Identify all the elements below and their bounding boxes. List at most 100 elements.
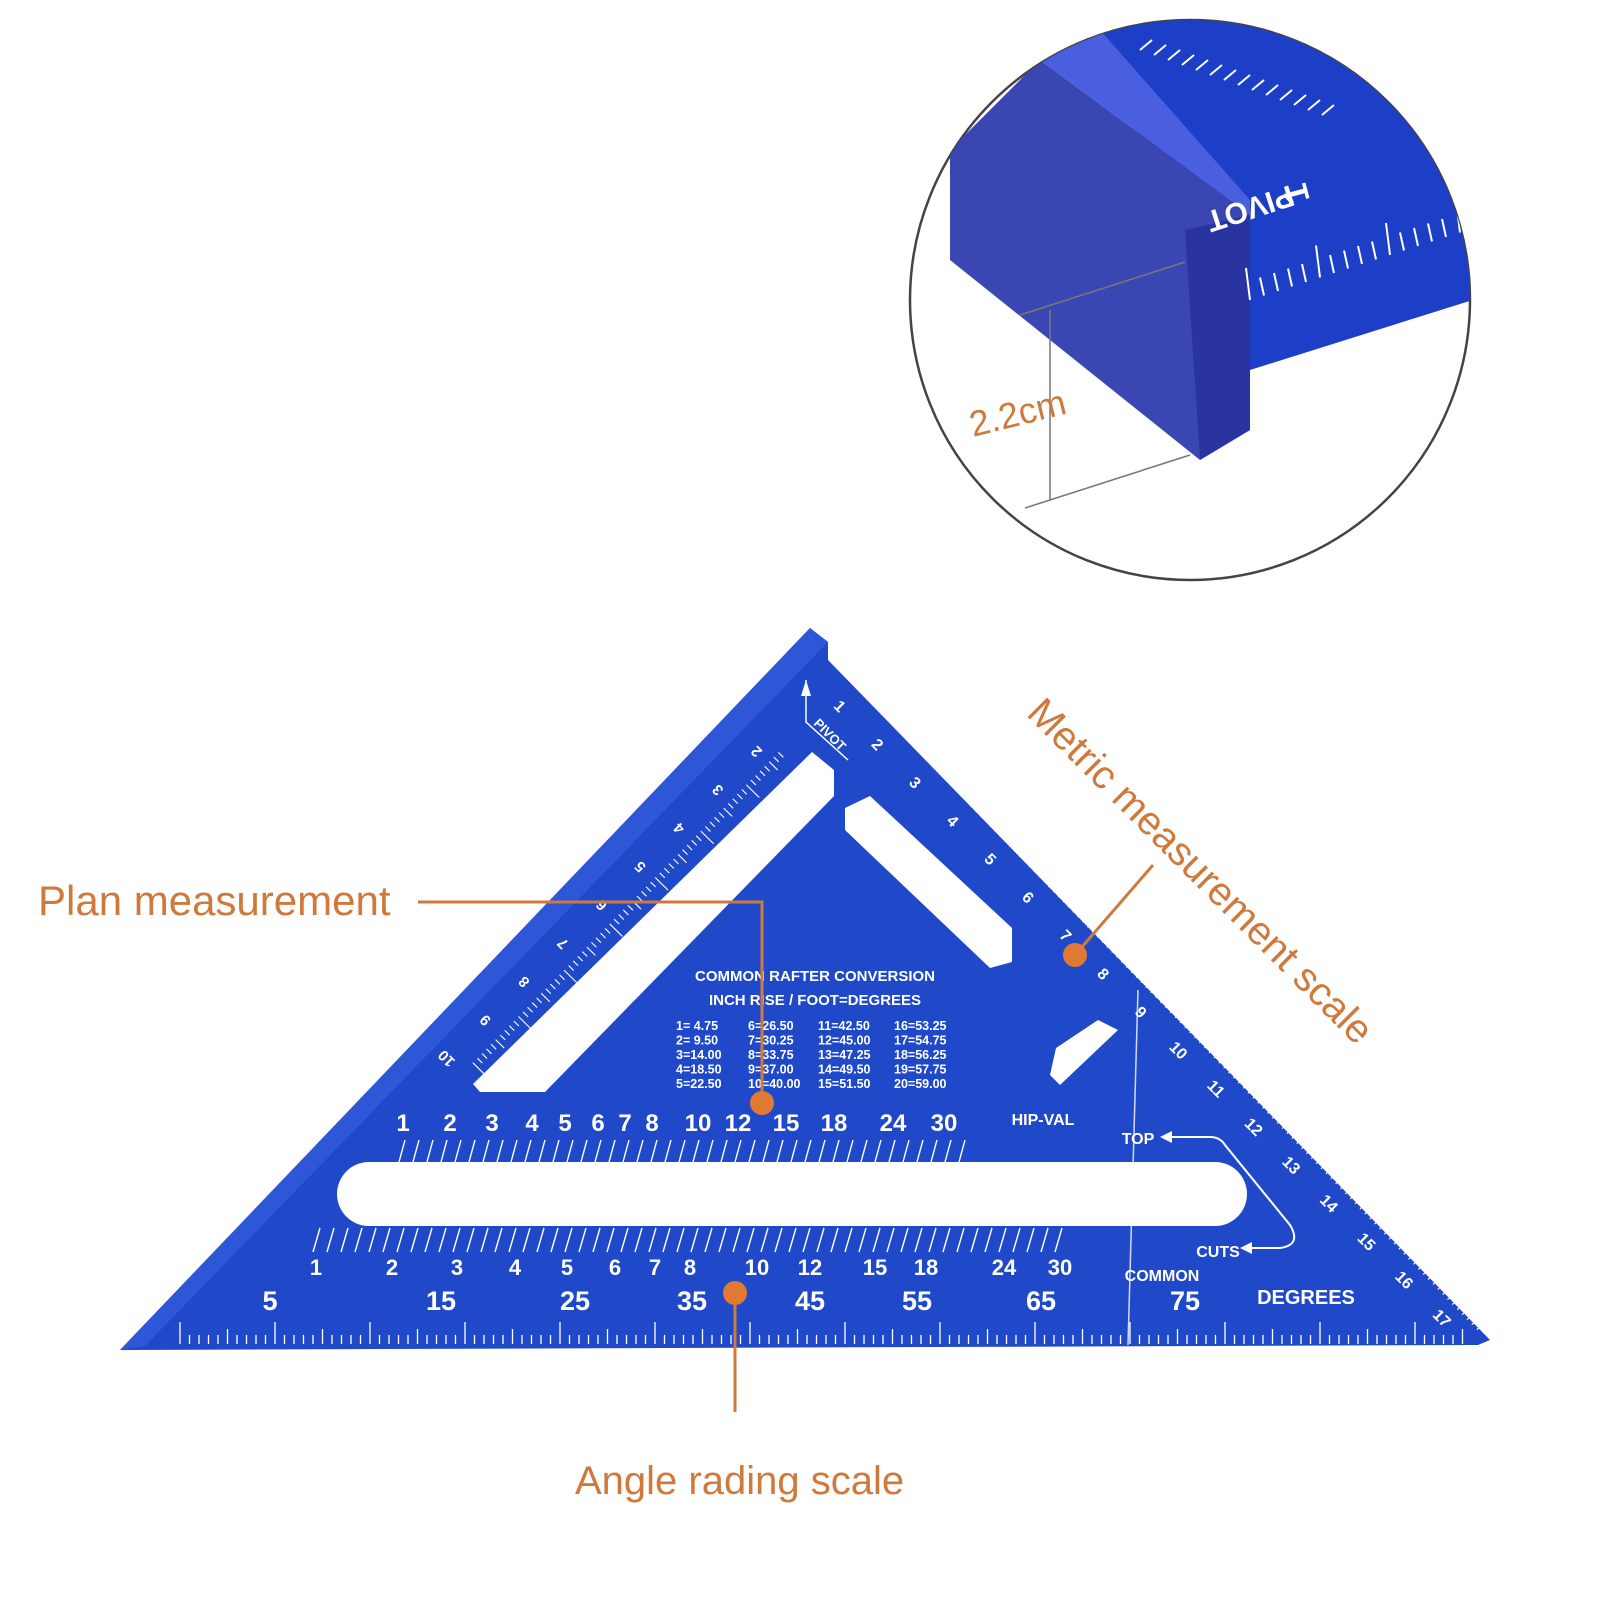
common-tick (956, 1227, 965, 1253)
hyp-tick (960, 790, 968, 797)
left-tick (536, 997, 543, 1004)
left-tick (714, 816, 720, 823)
left-tick (746, 784, 760, 798)
plan-leader-line (418, 900, 764, 1103)
left-tick (727, 802, 734, 809)
hyp-tick (1145, 977, 1157, 989)
hyp-tick (1432, 1278, 1440, 1285)
left-tick (563, 969, 578, 984)
zoom-tick (1153, 44, 1167, 56)
callout-leaders (418, 864, 1155, 1412)
hyp-tick (921, 750, 929, 757)
left-tick (577, 955, 584, 962)
left-tick (504, 1029, 511, 1036)
common-tick (368, 1227, 377, 1253)
hip-tick (636, 1139, 644, 1163)
left-tick (736, 793, 743, 800)
hip-tick (580, 1139, 588, 1163)
common-tick (326, 1227, 335, 1253)
hyp-tick (1033, 865, 1041, 873)
common-tick (312, 1227, 321, 1253)
left-ruler-ticks (472, 752, 784, 1076)
hip-tick (398, 1139, 406, 1163)
left-tick (622, 909, 629, 916)
hyp-tick (867, 694, 875, 702)
hip-tick (832, 1139, 840, 1163)
left-tick (768, 761, 779, 771)
hyp-tick (916, 745, 924, 752)
hyp-tick (931, 760, 938, 767)
zoom-tick (1469, 209, 1470, 229)
common-tick (802, 1227, 811, 1253)
table-cell: 10=40.00 (748, 1077, 801, 1091)
left-tick (723, 807, 733, 817)
left-tick (513, 1020, 520, 1027)
hyp-tick (902, 725, 913, 737)
hyp-tick (853, 675, 865, 687)
hyp-tick (1393, 1238, 1401, 1245)
table-cell: 18=56.25 (894, 1048, 947, 1062)
common-tick (1026, 1227, 1035, 1253)
hyp-tick (872, 699, 880, 707)
zoom-ruler-ticks (1139, 39, 1470, 301)
zoom-lip-face (950, 60, 1250, 460)
hyp-tick (975, 797, 991, 812)
hyp-tick (882, 709, 890, 717)
left-tick (477, 1057, 483, 1064)
left-tick (545, 988, 552, 994)
hyp-tick (1340, 1178, 1351, 1190)
hyp-tick (1408, 1253, 1415, 1260)
hip-tick (594, 1139, 602, 1163)
hyp-tick (1267, 1099, 1283, 1114)
table-cell: 5=22.50 (676, 1077, 722, 1091)
hyp-tick (1335, 1177, 1342, 1185)
zoom-tick (1315, 245, 1321, 278)
horizontal-slot (337, 1162, 1247, 1226)
zoom-tick (1329, 254, 1335, 274)
hyp-tick (1130, 966, 1138, 973)
hip-tick (804, 1139, 812, 1163)
hip-tick (874, 1139, 882, 1163)
hyp-tick (1315, 1149, 1331, 1165)
left-tick (508, 1025, 515, 1032)
common-tick (438, 1227, 447, 1253)
common-tick (928, 1227, 937, 1253)
left-tick (522, 1011, 529, 1018)
common-tick (340, 1227, 349, 1253)
left-tick (704, 826, 711, 832)
left-tick (595, 937, 602, 944)
hyp-tick (1111, 946, 1118, 953)
degree-number: 15 (426, 1286, 456, 1316)
hyp-tick (994, 825, 1002, 833)
hip-tick (454, 1139, 462, 1163)
common-tick (704, 1227, 713, 1253)
cuts-label: CUTS (1196, 1244, 1240, 1261)
zoom-ruler-arm (1100, 20, 1470, 370)
hyp-tick (1004, 835, 1011, 843)
degree-number: 55 (902, 1286, 932, 1316)
hyp-tick (1442, 1288, 1449, 1295)
common-tick (942, 1227, 951, 1253)
degree-number: 65 (1026, 1286, 1056, 1316)
hyp-tick (1281, 1122, 1289, 1129)
hyp-tick (1364, 1199, 1380, 1215)
common-tick (536, 1227, 545, 1253)
common-number: 12 (798, 1255, 822, 1280)
common-tick (620, 1227, 629, 1253)
common-tick (1054, 1227, 1063, 1253)
hip-number: 8 (645, 1110, 658, 1137)
common-tick (746, 1227, 755, 1253)
hip-tick (720, 1139, 728, 1163)
table-cell: 1= 4.75 (676, 1019, 718, 1033)
hip-number: 18 (821, 1110, 848, 1137)
hip-val-label: HIP-VAL (1012, 1112, 1075, 1129)
hip-tick (510, 1139, 518, 1163)
hyp-tick (1198, 1036, 1206, 1044)
left-tick (673, 858, 679, 865)
common-tick (480, 1227, 489, 1253)
table-cell: 2= 9.50 (676, 1034, 718, 1048)
hyp-tick (1077, 911, 1084, 918)
left-tick (559, 974, 565, 981)
left-tick (663, 867, 670, 874)
